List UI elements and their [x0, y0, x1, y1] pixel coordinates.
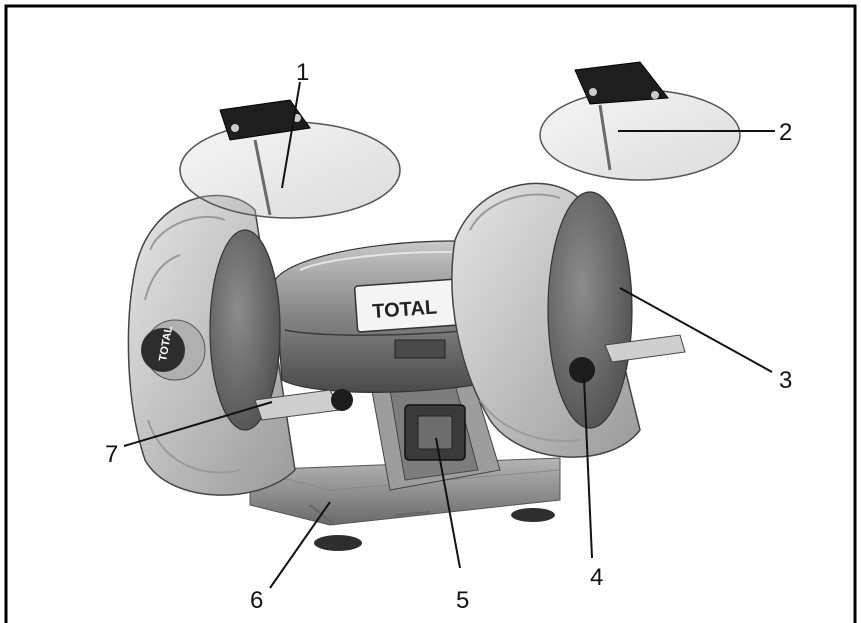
right-eye-shield	[539, 61, 741, 181]
wheel-badge: TOTAL	[141, 325, 185, 372]
right-rest-knob	[569, 357, 595, 383]
brand-plate: TOTAL	[353, 277, 477, 333]
leader-4	[583, 377, 593, 559]
left-eye-shield	[179, 99, 401, 219]
brand-plate-logo: TOTAL	[372, 296, 438, 322]
rubber-foot-right	[511, 508, 555, 522]
leader-5	[435, 437, 461, 569]
callout-7: 7	[105, 441, 118, 468]
leader-7	[123, 401, 273, 447]
callout-6: 6	[250, 587, 263, 614]
left-wheel-assembly: TOTAL	[127, 99, 401, 496]
left-grinding-wheel	[209, 229, 281, 431]
callout-4: 4	[590, 564, 603, 591]
leader-1	[281, 81, 301, 189]
power-switch	[404, 404, 466, 461]
callouts: 1 2 3 4 5 6 7	[105, 59, 792, 614]
right-grinding-wheel	[547, 191, 633, 429]
right-tool-rest	[569, 334, 686, 383]
callout-3: 3	[779, 367, 792, 394]
leader-6	[269, 501, 331, 589]
callout-2: 2	[779, 119, 792, 146]
callout-5: 5	[456, 587, 469, 614]
left-tool-rest	[254, 389, 353, 421]
left-shield-bracket	[219, 99, 311, 141]
left-rest-knob	[331, 389, 353, 411]
right-wheel-assembly	[451, 61, 741, 458]
leader-3	[619, 287, 773, 373]
callout-1: 1	[296, 59, 309, 86]
grinder-base	[249, 457, 561, 551]
figure-frame	[4, 4, 857, 623]
right-shield-bracket	[574, 61, 669, 105]
rubber-foot-front-left	[314, 535, 362, 551]
